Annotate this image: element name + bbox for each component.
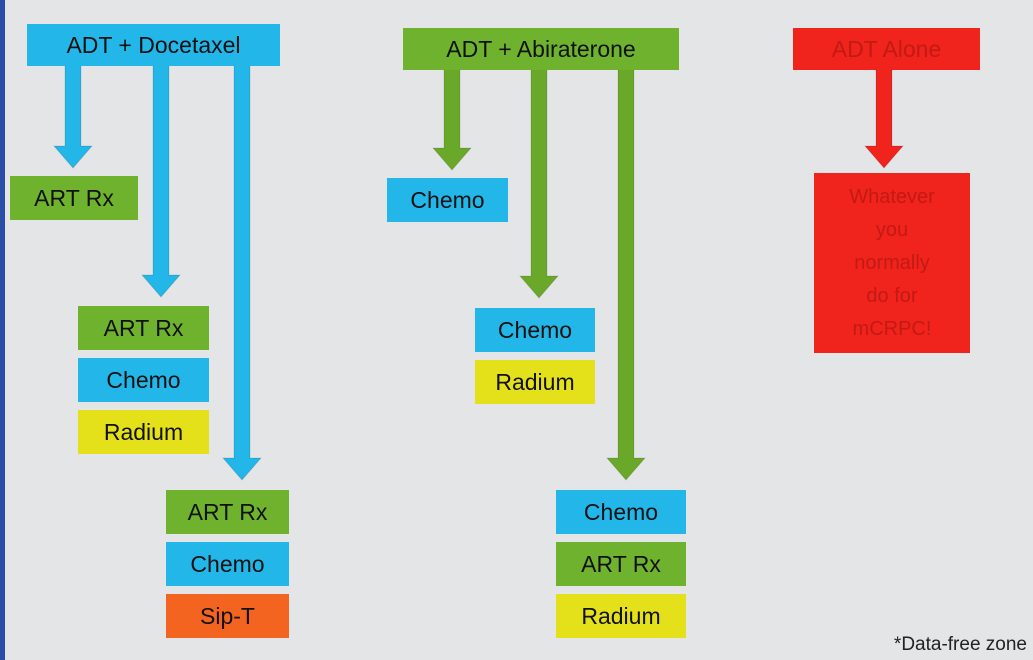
text-line: Whatever bbox=[849, 185, 935, 208]
arrow-adt-docetaxel-2 bbox=[140, 63, 182, 298]
box-art-rx: ART Rx bbox=[10, 176, 138, 220]
header-adt-docetaxel: ADT + Docetaxel bbox=[27, 24, 280, 66]
text-line: do for bbox=[866, 284, 918, 307]
box-radium: Radium bbox=[78, 410, 209, 454]
arrow-adt-docetaxel-1 bbox=[52, 63, 94, 169]
box-art-rx: ART Rx bbox=[166, 490, 289, 534]
box-art-rx: ART Rx bbox=[556, 542, 686, 586]
box-chemo: Chemo bbox=[475, 308, 595, 352]
header-adt-abiraterone: ADT + Abiraterone bbox=[403, 28, 679, 70]
text-line: you bbox=[875, 218, 909, 241]
footnote: *Data-free zone bbox=[893, 634, 1027, 655]
arrow-adt-abiraterone-2 bbox=[518, 67, 560, 299]
arrow-adt-docetaxel-3 bbox=[221, 63, 263, 481]
box-chemo: Chemo bbox=[78, 358, 209, 402]
box-radium: Radium bbox=[475, 360, 595, 404]
box-chemo: Chemo bbox=[387, 178, 508, 222]
header-adt-alone: ADT Alone bbox=[793, 28, 980, 70]
left-edge-stripe bbox=[0, 0, 5, 660]
box-sip-t: Sip-T bbox=[166, 594, 289, 638]
box-whatever-you-normally-do: Whatever you normally do for mCRPC! bbox=[814, 173, 970, 353]
text-line: mCRPC! bbox=[852, 317, 932, 340]
box-chemo: Chemo bbox=[556, 490, 686, 534]
text-line: normally bbox=[854, 251, 930, 274]
arrow-adt-abiraterone-1 bbox=[431, 67, 473, 171]
arrow-adt-abiraterone-3 bbox=[605, 67, 647, 481]
arrow-adt-alone-1 bbox=[863, 67, 905, 169]
box-art-rx: ART Rx bbox=[78, 306, 209, 350]
box-radium: Radium bbox=[556, 594, 686, 638]
box-chemo: Chemo bbox=[166, 542, 289, 586]
